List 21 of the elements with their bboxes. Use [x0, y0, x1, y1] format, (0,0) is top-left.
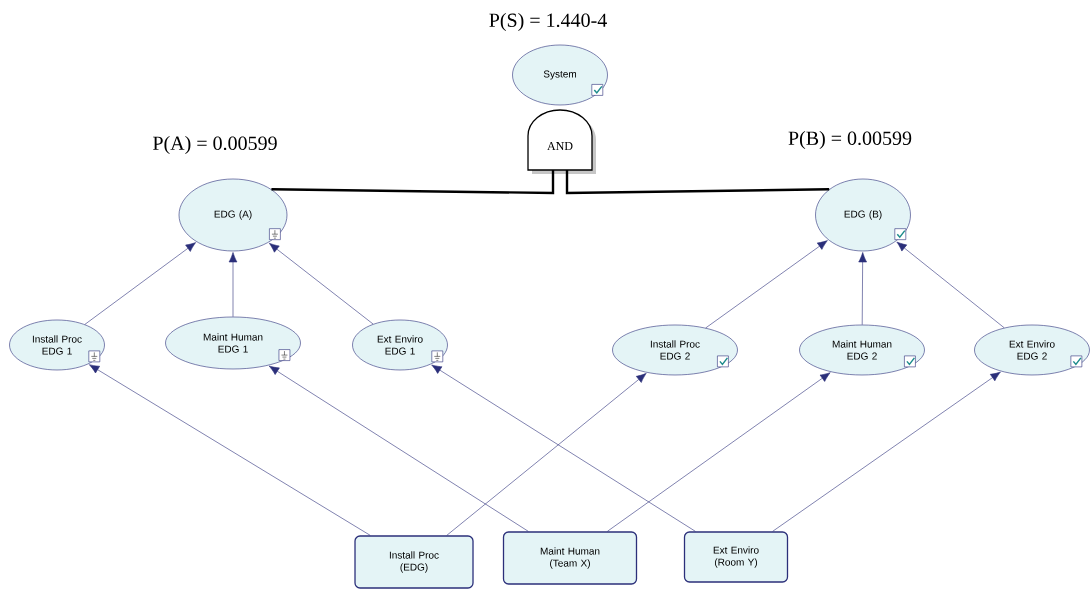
arrow — [269, 242, 374, 325]
arrow — [89, 364, 371, 536]
arrow — [772, 371, 1001, 532]
probability-label: P(S) = 1.440-4 — [489, 12, 607, 32]
basic-event-box: Install Proc (EDG) — [354, 535, 474, 589]
and-gate: AND — [527, 109, 596, 174]
probability-label: P(B) = 0.00599 — [788, 130, 912, 150]
connector-line — [271, 170, 555, 195]
arrow — [607, 372, 831, 532]
basic-event-box: Maint Human (Team X) — [502, 531, 638, 585]
arrow — [446, 373, 647, 536]
probability-label: P(A) = 0.00599 — [153, 135, 277, 155]
basic-event-box: Ext Enviro (Room Y) — [683, 531, 789, 583]
arrow — [228, 252, 238, 317]
arrow — [705, 240, 828, 329]
arrow — [858, 252, 867, 325]
connector-line — [565, 170, 830, 195]
arrow — [431, 364, 696, 532]
arrow — [896, 241, 1005, 329]
arrow — [268, 365, 529, 532]
arrow — [84, 242, 196, 325]
